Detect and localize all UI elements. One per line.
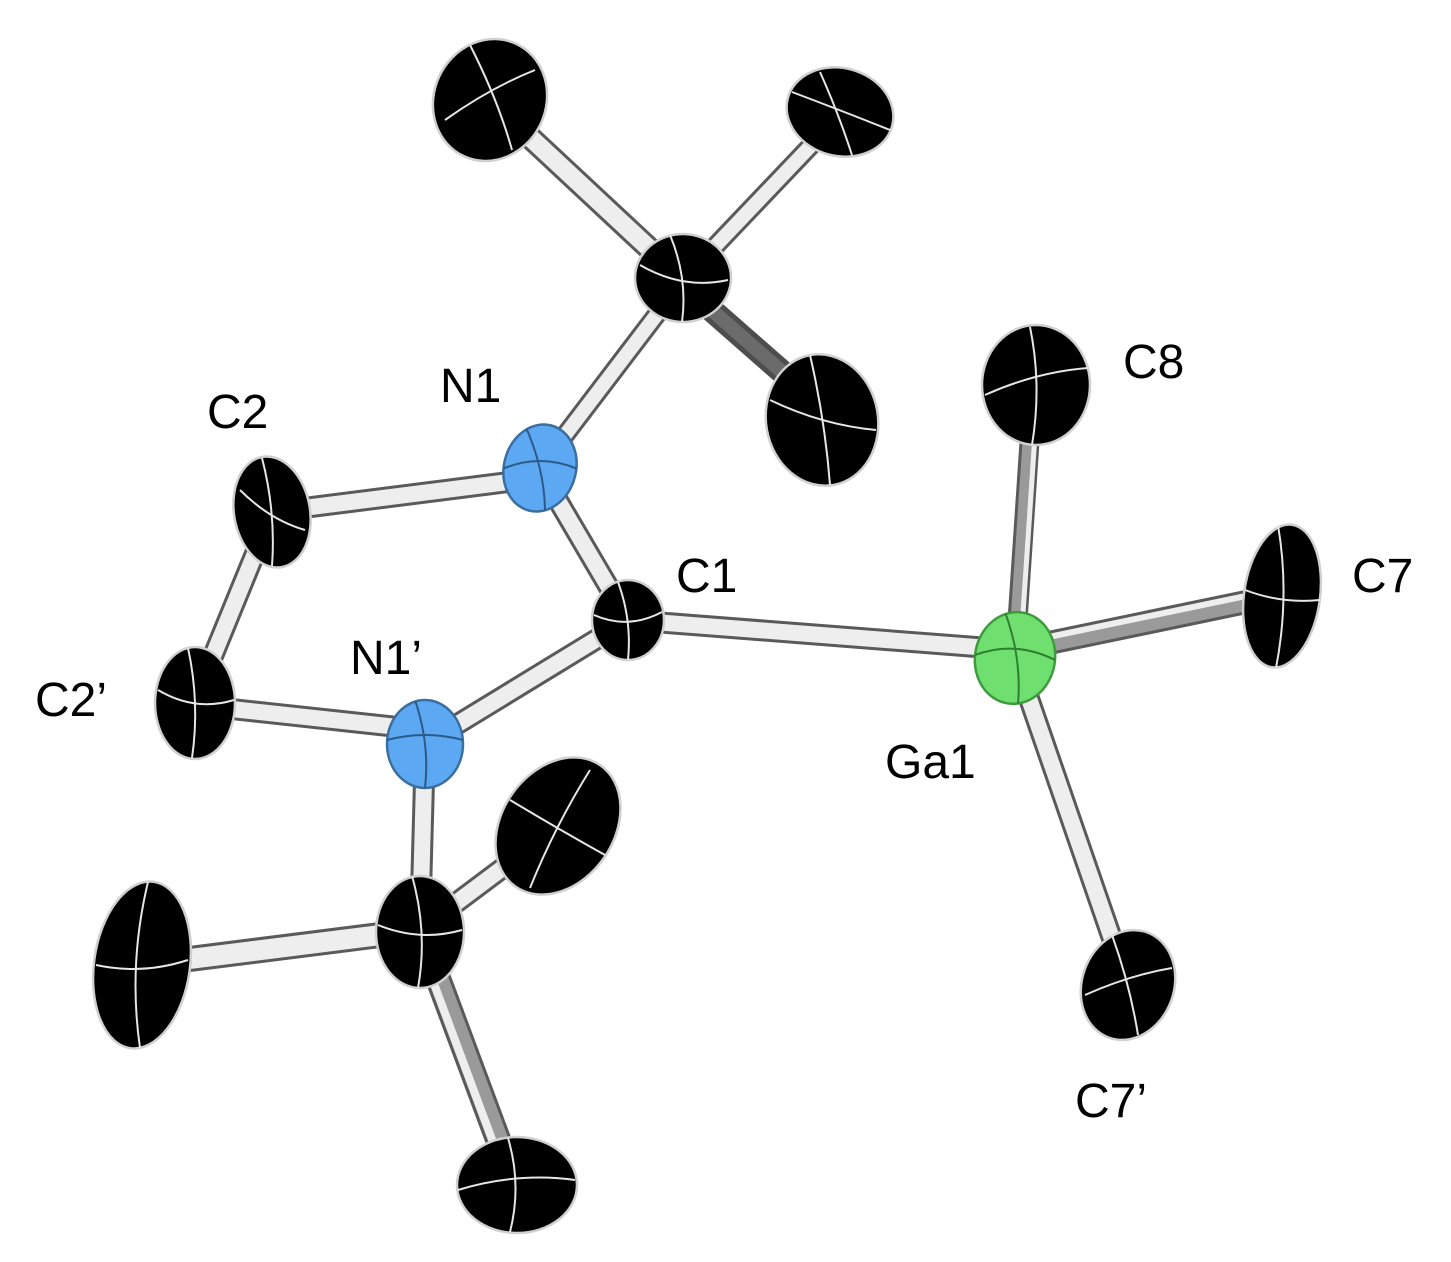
label-c2: C2 (207, 386, 268, 439)
atoms-layer (91, 37, 1323, 1235)
labels-layer: C2 N1 C8 C1 C7 N1’ C2’ Ga1 C7’ (35, 336, 1413, 1128)
atom-cm6 (455, 1135, 579, 1235)
atom-c7 (1241, 523, 1323, 669)
atom-cm5 (494, 756, 622, 896)
atom-ct1 (633, 232, 733, 324)
label-n1p: N1’ (350, 632, 422, 685)
bond-n1-c2 (270, 467, 542, 523)
atom-n1 (499, 423, 581, 513)
label-c7p: C7’ (1075, 1075, 1147, 1128)
atom-c8 (980, 323, 1092, 447)
atom-cm2 (785, 66, 895, 158)
label-c1: C1 (676, 550, 737, 603)
atom-c1 (590, 578, 666, 662)
label-c2p: C2’ (35, 674, 107, 727)
label-n1: N1 (440, 360, 501, 413)
label-ga1: Ga1 (885, 736, 976, 789)
atom-c2 (232, 455, 312, 569)
atom-n1p (385, 698, 465, 790)
atom-ga1 (973, 610, 1057, 706)
label-c7: C7 (1352, 550, 1413, 603)
atom-cm3 (764, 353, 880, 487)
bond-c1-ga1 (627, 609, 1016, 661)
bond-ga1-c7 (1012, 583, 1283, 662)
atom-cm1 (431, 37, 549, 163)
atom-cm4 (91, 880, 193, 1050)
bond-ga1-c7p (1004, 654, 1139, 989)
label-c8: C8 (1123, 336, 1184, 389)
atom-c7p (1079, 928, 1177, 1042)
atom-c2p (153, 645, 237, 761)
atom-ct2 (374, 874, 466, 990)
